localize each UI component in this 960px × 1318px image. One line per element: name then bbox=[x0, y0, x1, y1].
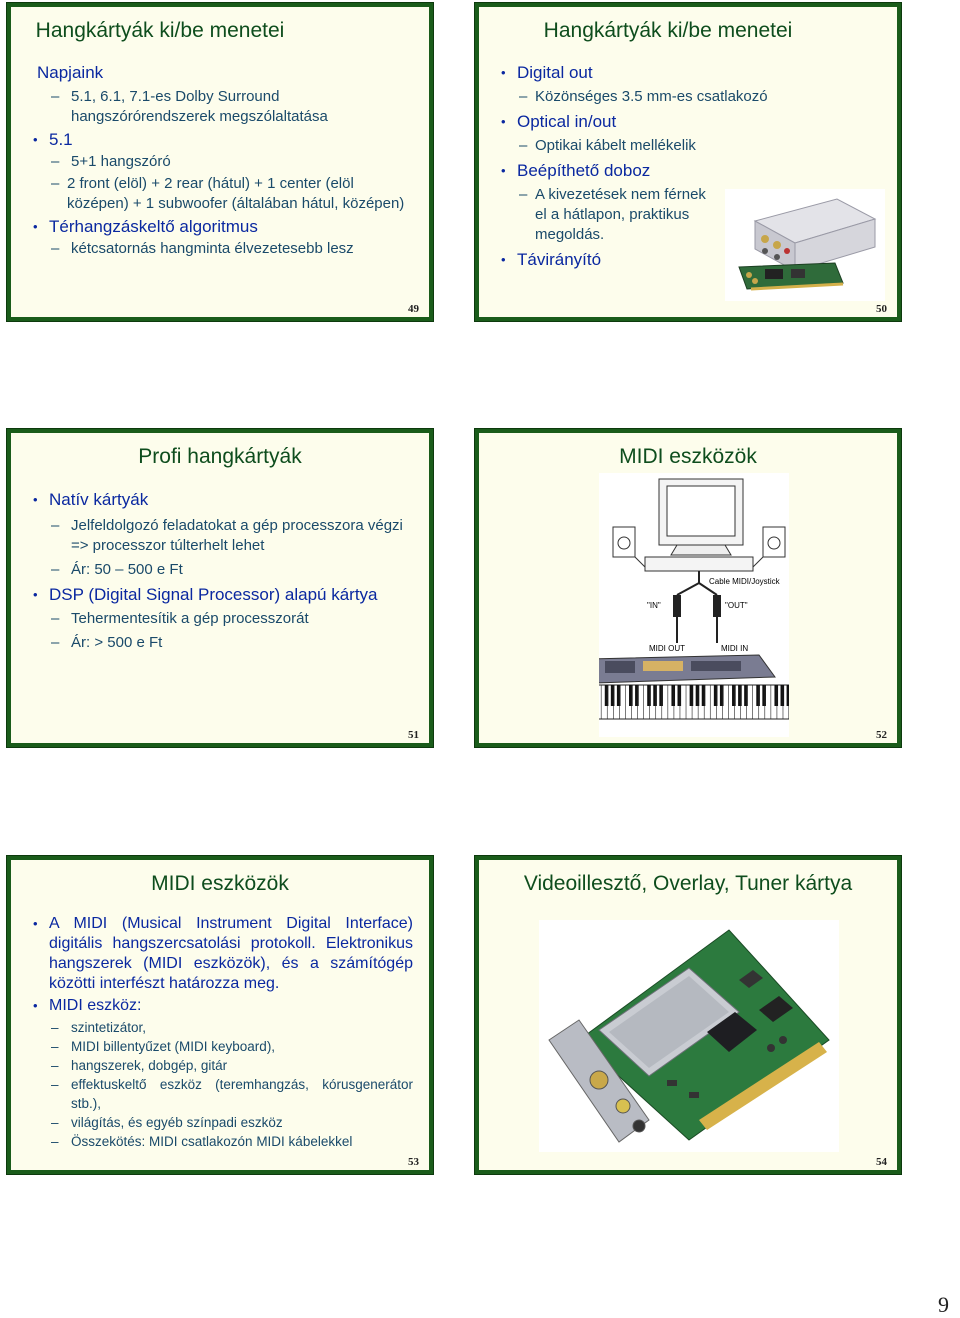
slide-51: Profi hangkártyák Natív kártyák Jelfeldo… bbox=[6, 428, 434, 748]
slide-title: MIDI eszközök bbox=[151, 872, 289, 895]
sub-line: Optikai kábelt mellékelik bbox=[479, 136, 897, 156]
slide-50: Hangkártyák ki/be menetei Digital out Kö… bbox=[474, 2, 902, 322]
monitor-icon bbox=[658, 478, 744, 556]
slide-number: 52 bbox=[876, 729, 887, 741]
slide-49: Hangkártyák ki/be menetei Napjaink 5.1, … bbox=[6, 2, 434, 322]
slide-title: MIDI eszközök bbox=[619, 445, 757, 468]
sub-line: 2 front (elöl) + 2 rear (hátul) + 1 cent… bbox=[11, 174, 429, 214]
computer-case-icon bbox=[644, 556, 754, 572]
sub-line: Ár: 50 – 500 e Ft bbox=[11, 560, 429, 580]
slide-title: Hangkártyák ki/be menetei bbox=[35, 19, 285, 42]
midi-out-label: MIDI OUT bbox=[649, 644, 685, 653]
midi-setup-diagram: Cable MIDI/Joystick "IN" "OUT" MIDI OUT … bbox=[599, 473, 789, 737]
sub-line: MIDI billentyűzet (MIDI keyboard), bbox=[11, 1037, 429, 1056]
slide-53: MIDI eszközök A MIDI (Musical Instrument… bbox=[6, 855, 434, 1175]
bullet-line: 5.1 bbox=[11, 129, 429, 150]
midi-keyboard-icon bbox=[599, 654, 789, 720]
bullet-line: MIDI eszköz: bbox=[11, 996, 429, 1016]
sub-line: hangszerek, dobgép, gitár bbox=[11, 1056, 429, 1075]
sub-line: A kivezetések nem férnek el a hátlapon, … bbox=[479, 185, 897, 245]
bullet-line: Beépíthető doboz bbox=[479, 160, 897, 181]
cable-label: Cable MIDI/Joystick bbox=[709, 577, 781, 586]
sound-card-box-image bbox=[725, 189, 885, 301]
sub-line: Jelfeldolgozó feladatokat a gép processz… bbox=[11, 516, 429, 556]
slide-number: 51 bbox=[408, 729, 419, 741]
slide-number: 49 bbox=[408, 303, 419, 315]
line-heading: Napjaink bbox=[37, 63, 104, 82]
page-number: 9 bbox=[938, 1292, 949, 1317]
bullet-line: DSP (Digital Signal Processor) alapú kár… bbox=[11, 584, 429, 605]
sub-line: Közönséges 3.5 mm-es csatlakozó bbox=[479, 87, 897, 107]
sub-line: Összekötés: MIDI csatlakozón MIDI kábele… bbox=[11, 1132, 429, 1151]
slide-number: 50 bbox=[876, 303, 887, 315]
bullet-line: Térhangzáskeltő algoritmus bbox=[11, 216, 429, 237]
slide-content: Natív kártyák Jelfeldolgozó feladatokat … bbox=[11, 489, 429, 653]
bullet-line: Távirányító bbox=[479, 249, 897, 270]
speaker-right-icon bbox=[762, 526, 786, 558]
sub-line: Tehermentesítik a gép processzorát bbox=[11, 609, 429, 629]
slide-number: 53 bbox=[408, 1156, 419, 1168]
tv-tuner-card-image bbox=[539, 920, 839, 1152]
bullet-line: Digital out bbox=[479, 62, 897, 83]
midi-in-label: MIDI IN bbox=[721, 644, 748, 653]
sub-line: 5+1 hangszóró bbox=[11, 152, 429, 172]
slide-title: Hangkártyák ki/be menetei bbox=[543, 19, 793, 42]
slide-title: Profi hangkártyák bbox=[138, 445, 302, 468]
slide-content: Napjaink 5.1, 6.1, 7.1-es Dolby Surround… bbox=[11, 62, 429, 259]
bullet-line: Optical in/out bbox=[479, 111, 897, 132]
slide-number: 54 bbox=[876, 1156, 887, 1168]
slide-52: MIDI eszközök Cable MIDI/Joystick "IN" "… bbox=[474, 428, 902, 748]
out-label: "OUT" bbox=[725, 601, 748, 610]
sub-line: szintetizátor, bbox=[11, 1018, 429, 1037]
bullet-line: Natív kártyák bbox=[11, 489, 429, 510]
slide-content: Digital out Közönséges 3.5 mm-es csatlak… bbox=[479, 62, 897, 270]
slide-content: A MIDI (Musical Instrument Digital Inter… bbox=[11, 914, 429, 1151]
in-label: "IN" bbox=[647, 601, 661, 610]
bullet-line: A MIDI (Musical Instrument Digital Inter… bbox=[11, 914, 429, 994]
sub-line: Ár: > 500 e Ft bbox=[11, 633, 429, 653]
sub-line: világítás, és egyéb színpadi eszköz bbox=[11, 1113, 429, 1132]
sub-line: effektuskeltő eszköz (teremhangzás, kóru… bbox=[11, 1075, 429, 1113]
line-text: 5.1, 6.1, 7.1-es Dolby Surround hangszór… bbox=[11, 87, 429, 127]
slide-54: Videoillesztő, Overlay, Tuner kártya 54 bbox=[474, 855, 902, 1175]
slide-title: Videoillesztő, Overlay, Tuner kártya bbox=[523, 872, 853, 895]
sub-line: kétcsatornás hangminta élvezetesebb lesz bbox=[11, 239, 429, 259]
speaker-left-icon bbox=[612, 526, 636, 558]
